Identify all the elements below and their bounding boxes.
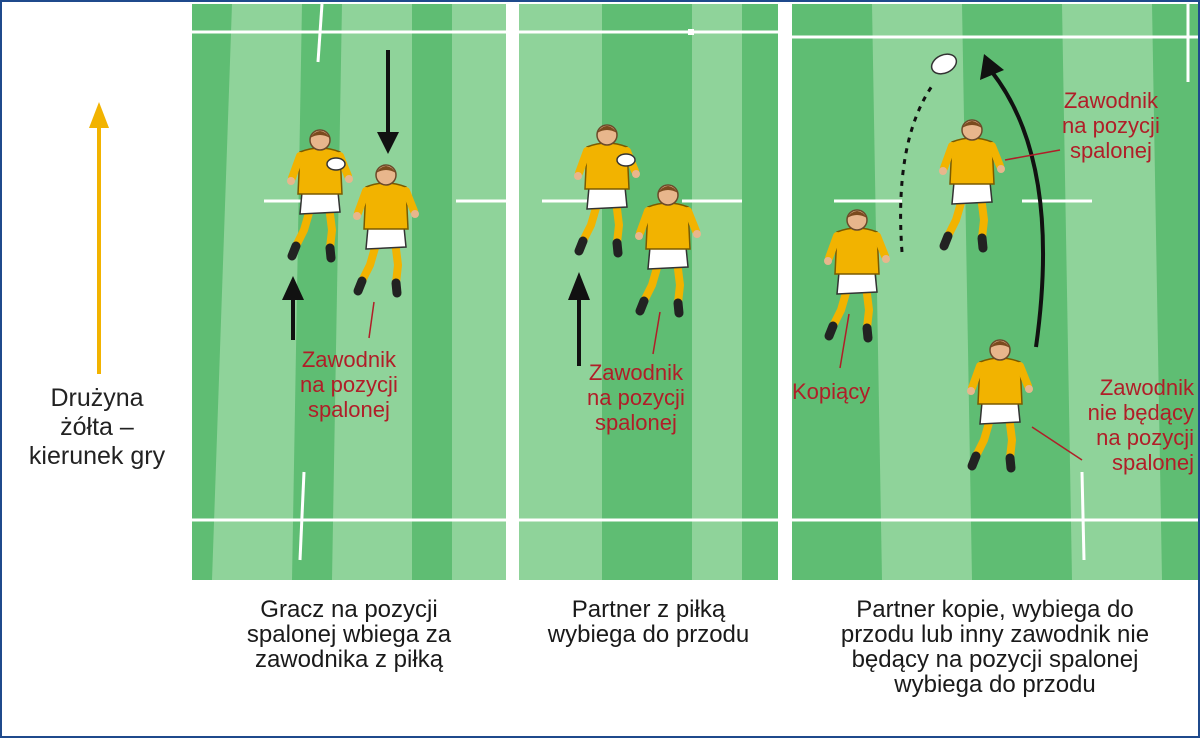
label-line: nie będący — [1087, 400, 1194, 425]
direction-label-line: kierunek gry — [28, 442, 166, 470]
label-line: na pozycji — [1096, 425, 1194, 450]
caption-panel-2: Partner z piłką wybiega do przodu — [519, 597, 778, 647]
caption-line: wybiega do przodu — [547, 621, 750, 648]
caption-line: będący na pozycji spalonej — [851, 646, 1139, 673]
arrowhead-up-p2 — [568, 272, 590, 300]
label-line: spalonej — [1069, 138, 1152, 163]
arrowhead-up-p1 — [282, 276, 304, 300]
ball-p2 — [616, 153, 636, 167]
label-kicker-p3: Kopiący — [792, 379, 870, 404]
caption-panel-1: Gracz na pozycji spalonej wbiega za zawo… — [192, 597, 506, 672]
label-line: Zawodnik — [588, 360, 683, 385]
caption-line: Partner kopie, wybiega do — [856, 596, 1134, 623]
ball-trajectory-p3 — [899, 85, 934, 253]
pointer-onside-p3 — [1031, 426, 1083, 461]
label-line: Kopiący — [792, 379, 871, 404]
label-line: Zawodnik — [1099, 375, 1194, 400]
pitch-panel-1 — [192, 4, 506, 580]
ball-kicked-p3 — [930, 53, 958, 75]
direction-label-line: żółta – — [60, 413, 134, 441]
label-line: spalonej — [307, 397, 390, 422]
pointer-offside-p2 — [652, 311, 661, 355]
caption-line: Gracz na pozycji — [260, 596, 438, 623]
direction-arrowhead — [89, 102, 109, 128]
label-line: na pozycji — [300, 372, 398, 397]
run-arrow-p3 — [990, 70, 1046, 348]
pitch-panel-2 — [519, 4, 778, 580]
ball-p1 — [326, 157, 346, 171]
label-onside-p3: Zawodnik nie będący na pozycji spalonej — [1088, 375, 1194, 475]
caption-panel-3: Partner kopie, wybiega do przodu lub inn… — [792, 597, 1198, 697]
caption-line: zawodnika z piłką — [254, 646, 444, 673]
pointer-offside-p1 — [368, 301, 375, 339]
label-offside-p3: Zawodnik na pozycji spalonej — [1062, 88, 1160, 163]
run-arrowhead-p3 — [980, 54, 1004, 80]
label-line: Zawodnik — [1063, 88, 1158, 113]
pointer-kicker-p3 — [839, 313, 850, 369]
label-line: Zawodnik — [301, 347, 396, 372]
label-line: na pozycji — [587, 385, 685, 410]
direction-label: Drużyna żółta – kierunek gry — [2, 384, 192, 471]
pointer-offside-p3 — [1004, 149, 1061, 161]
caption-line: wybiega do przodu — [894, 671, 1096, 698]
label-offside-p2: Zawodnik na pozycji spalonej — [587, 360, 685, 435]
label-line: spalonej — [594, 410, 677, 435]
arrowhead-down-p1 — [377, 132, 399, 154]
direction-label-line: Drużyna — [50, 384, 144, 412]
caption-line: przodu lub inny zawodnik nie — [840, 621, 1150, 648]
caption-line: spalonej wbiega za — [246, 621, 452, 648]
label-line: na pozycji — [1062, 113, 1160, 138]
label-line: spalonej — [1112, 450, 1194, 475]
caption-line: Partner z piłką — [571, 596, 726, 623]
label-offside-p1: Zawodnik na pozycji spalonej — [300, 347, 398, 422]
